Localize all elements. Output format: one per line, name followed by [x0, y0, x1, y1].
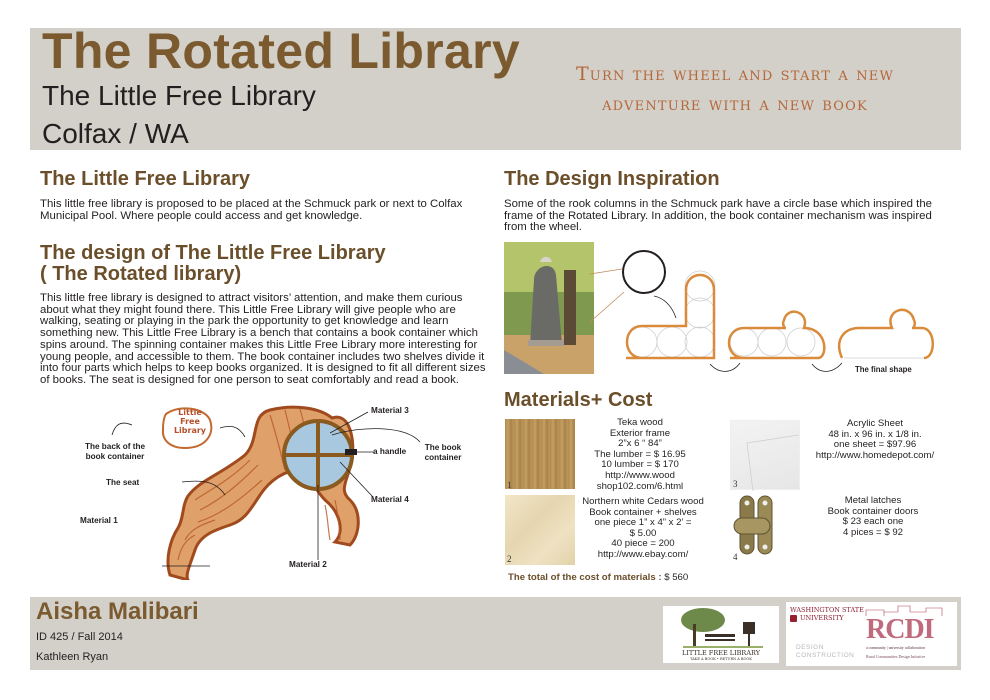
section-heading-design-line-2: ( The Rotated library) [40, 263, 242, 285]
material-1-line: shop102.com/6.html [596, 480, 684, 492]
poster-location: Colfax / WA [42, 118, 189, 149]
material-description-acrylic-sheet: Acrylic Sheet 48 in. x 96 in. x 1/8 in. … [805, 418, 945, 461]
label-the-seat: The seat [106, 478, 140, 487]
lfl-tagline: TAKE A BOOK • RETURN A BOOK [690, 657, 752, 661]
material-4-line: Metal latches [844, 495, 902, 506]
partner-logos: WASHINGTON STATE UNIVERSITY DESIGN CONST… [786, 602, 957, 666]
wsu-line-2: UNIVERSITY [800, 614, 844, 622]
material-2-line: 40 piece = 200 [611, 538, 675, 550]
label-book-container: The book container [420, 443, 466, 463]
bench-sketch-illustration [111, 405, 421, 580]
material-1-line: Teka wood [617, 417, 663, 428]
rcdi-full-name: Rural Communities Design Initiative [866, 654, 926, 659]
material-2-line: http://www.ebay.com/ [597, 548, 689, 560]
design-inspiration-diagram [504, 242, 934, 374]
section-heading-little-free-library: The Little Free Library [40, 168, 251, 190]
poster-title: The Rotated Library [42, 23, 520, 79]
label-back-line-1: The back of the [84, 442, 146, 451]
material-image-teak-wood [505, 419, 575, 489]
sign-line-2: Free [180, 417, 200, 426]
material-4-line: Book container doors [827, 505, 919, 517]
section-heading-design-line-1: The design of The Little Free Library [40, 242, 386, 264]
material-description-metal-latches: Metal latches Book container doors $ 23 … [818, 495, 928, 538]
label-material-3: Material 3 [371, 406, 409, 415]
sign-little-free-library: Little Free Library [170, 408, 210, 435]
materials-total-value: $ 560 [664, 572, 689, 583]
section-body-design-inspiration: Some of the rook columns in the Schmuck … [504, 198, 932, 234]
material-2-line: Book container + shelves [589, 506, 697, 518]
wsu-shield-icon [790, 615, 797, 622]
poster-subtitle: The Little Free Library [42, 80, 316, 111]
instructor-name: Kathleen Ryan [36, 651, 109, 663]
material-3-line: 48 in. x 96 in. x 1/8 in. [828, 428, 922, 440]
label-book-container-line-1: The book [424, 443, 462, 452]
tree-bench-icon [681, 608, 763, 648]
material-2-line: Northern white Cedars wood [582, 496, 704, 507]
section-body-design: This little free library is designed to … [40, 292, 486, 386]
section-heading-design-inspiration: The Design Inspiration [504, 168, 720, 190]
material-image-metal-latches [733, 495, 773, 555]
label-handle: a handle [373, 447, 407, 456]
material-1-line: 2”x 6 “ 84” [618, 438, 662, 450]
tagline-line-1: Turn the wheel and start a new [575, 63, 895, 85]
material-2-line: $ 5.00 [629, 527, 657, 539]
material-number-2: 2 [507, 554, 512, 564]
material-3-line: http://www.homedepot.com/ [815, 449, 935, 461]
material-3-line: one sheet = $97.96 [833, 439, 917, 451]
material-4-line: 4 pices = $ 92 [842, 526, 903, 538]
tagline-line-2: adventure with a new book [602, 93, 868, 115]
course-info: ID 425 / Fall 2014 [36, 631, 123, 643]
materials-total: The total of the cost of materials : $ 5… [508, 572, 688, 583]
section-heading-materials-cost: Materials+ Cost [504, 389, 653, 411]
material-number-4: 4 [733, 552, 738, 562]
label-back-line-2: book container [85, 452, 145, 461]
label-material-2: Material 2 [289, 560, 327, 569]
rcdi-skyline-icon [865, 605, 943, 616]
rock-column-photo [504, 242, 594, 374]
label-back-of-container: The back of the book container [80, 442, 150, 462]
sdc-line-1: DESIGN [796, 644, 824, 651]
material-2-line: one piece 1” x 4” x 2’ = [594, 517, 692, 529]
label-material-1: Material 1 [80, 516, 118, 525]
material-image-acrylic-sheet [730, 420, 800, 492]
material-1-line: 10 lumber = $ 170 [601, 459, 679, 471]
material-1-line: Exterior frame [609, 427, 671, 439]
material-3-line: Acrylic Sheet [847, 418, 903, 429]
sign-line-1: Little [178, 408, 202, 417]
materials-total-label: The total of the cost of materials : [508, 572, 662, 583]
material-1-line: The lumber = $ 16.95 [594, 448, 686, 460]
label-book-container-line-2: container [424, 453, 462, 462]
material-number-1: 1 [507, 480, 512, 490]
rcdi-tagline: a community | university collaboration [866, 646, 925, 650]
wsu-line-1: WASHINGTON STATE [790, 606, 864, 614]
material-4-line: $ 23 each one [842, 516, 904, 528]
material-number-3: 3 [733, 479, 738, 489]
material-description-cedar-wood: Northern white Cedars wood Book containe… [578, 496, 708, 561]
sign-line-3: Library [173, 426, 207, 435]
material-description-teak-wood: Teka wood Exterior frame 2”x 6 “ 84” The… [585, 417, 695, 492]
sdc-line-2: CONSTRUCTION [796, 652, 855, 659]
label-final-shape: The final shape [855, 365, 912, 374]
lfl-name: LITTLE FREE LIBRARY [682, 649, 760, 657]
label-material-4: Material 4 [371, 495, 409, 504]
material-1-line: http://www.wood [605, 469, 675, 481]
little-free-library-logo: LITTLE FREE LIBRARY TAKE A BOOK • RETURN… [663, 606, 779, 663]
header-band [30, 28, 961, 150]
material-image-cedar-wood [505, 495, 575, 565]
rcdi-name: RCDI [866, 614, 935, 645]
author-name: Aisha Malibari [36, 598, 199, 625]
section-body-little-free-library: This little free library is proposed to … [40, 198, 463, 222]
acrylic-edge-lines [746, 434, 800, 492]
